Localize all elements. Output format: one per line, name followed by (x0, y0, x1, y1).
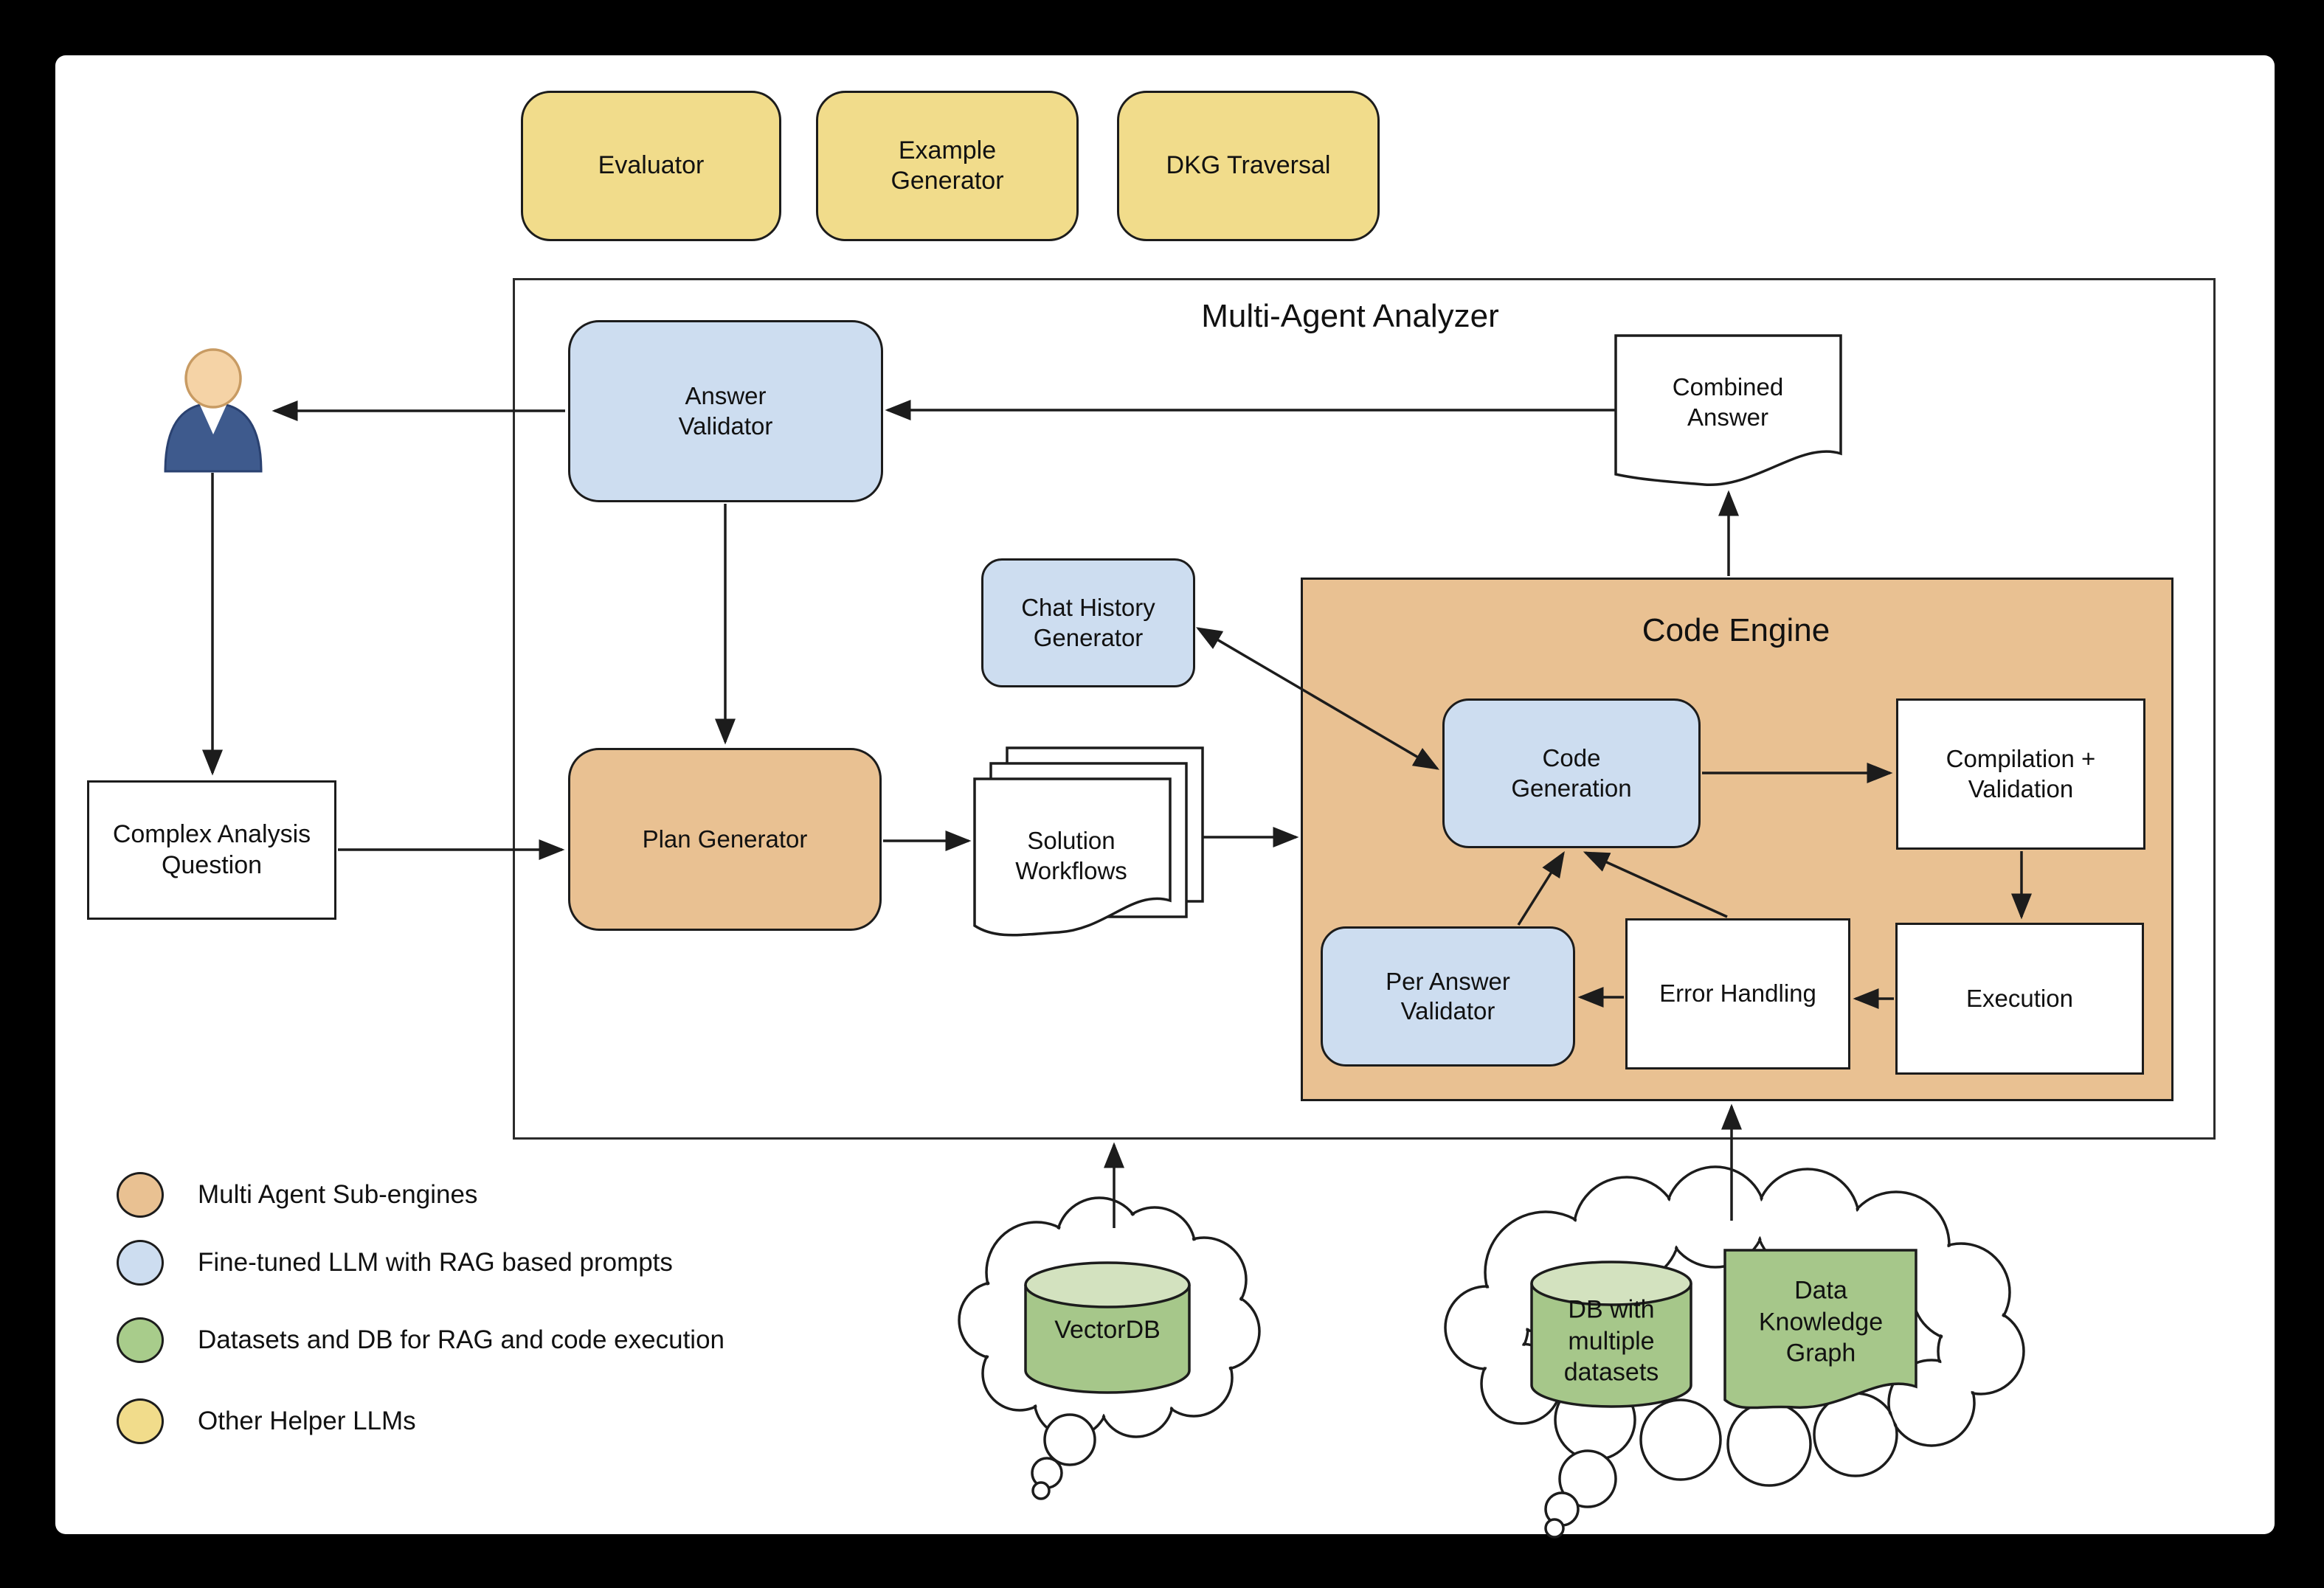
legend-label: Fine-tuned LLM with RAG based prompts (198, 1248, 673, 1277)
legend-item-fine-tuned-llm: Fine-tuned LLM with RAG based prompts (117, 1240, 736, 1286)
node-code-generation: Code Generation (1442, 698, 1701, 848)
node-combined-answer-label: Combined Answer (1672, 372, 1784, 431)
code-engine-title: Code Engine (1642, 612, 1830, 648)
legend-swatch-green (117, 1317, 164, 1363)
database-cylinder-icon-multi-datasets (1530, 1261, 1692, 1408)
node-label: Example Generator (890, 136, 1004, 195)
legend-item-datasets-db: Datasets and DB for RAG and code executi… (117, 1317, 736, 1363)
legend-item-sub-engines: Multi Agent Sub-engines (117, 1172, 736, 1218)
arrow-error-handling-to-code-generation (1583, 851, 1728, 918)
node-label: Chat History Generator (1021, 594, 1155, 651)
legend-swatch-blue (117, 1240, 164, 1286)
node-plan-generator: Plan Generator (568, 748, 882, 931)
node-complex-analysis-question: Complex Analysis Question (87, 780, 336, 920)
multi-agent-analyzer-container (513, 278, 2216, 1140)
legend-label: Multi Agent Sub-engines (198, 1180, 478, 1210)
connector-arrows (202, 400, 2032, 1228)
node-label: Error Handling (1659, 980, 1816, 1008)
node-label: Answer Validator (678, 382, 773, 440)
document-icon-combined-answer (1614, 334, 1842, 486)
thought-cloud-bubbles-icon (1544, 1449, 1617, 1539)
node-label: Evaluator (598, 151, 705, 180)
document-stack-icon-solution-workflows (973, 746, 1204, 937)
multi-agent-analyzer-title: Multi-Agent Analyzer (1201, 298, 1499, 334)
arrow-per-answer-validator-to-code-generation (1517, 851, 1565, 926)
node-label: Plan Generator (642, 825, 808, 853)
node-example-generator: Example Generator (816, 91, 1079, 241)
vectordb-label: VectorDB (1054, 1315, 1161, 1344)
node-label: Per Answer Validator (1386, 967, 1510, 1024)
person-icon (164, 348, 263, 473)
node-label: DKG Traversal (1166, 151, 1331, 180)
node-chat-history-generator: Chat History Generator (981, 558, 1195, 687)
data-knowledge-graph-label: Data Knowledge Graph (1758, 1276, 1884, 1367)
arrow-chat-history-code-generation-bidirectional (1195, 627, 1440, 770)
node-dkg-traversal: DKG Traversal (1117, 91, 1380, 241)
node-label: Execution (1966, 984, 2073, 1012)
node-label: Code Generation (1511, 744, 1632, 802)
node-answer-validator: Answer Validator (568, 320, 883, 502)
node-evaluator: Evaluator (521, 91, 781, 241)
thought-cloud-bubbles-icon (1031, 1413, 1096, 1500)
node-error-handling: Error Handling (1625, 918, 1850, 1069)
node-per-answer-validator: Per Answer Validator (1321, 926, 1575, 1067)
legend-item-other-helper-llms: Other Helper LLMs (117, 1398, 736, 1444)
node-label: Complex Analysis Question (112, 820, 311, 879)
node-compilation-validation: Compilation + Validation (1896, 698, 2145, 850)
node-execution: Execution (1895, 923, 2144, 1075)
node-label: Compilation + Validation (1946, 745, 2096, 802)
document-icon-data-knowledge-graph (1723, 1249, 1917, 1410)
legend-swatch-yellow (117, 1398, 164, 1444)
node-solution-workflows-label: Solution Workflows (1015, 826, 1127, 884)
legend-label: Other Helper LLMs (198, 1407, 416, 1436)
db-with-multiple-datasets-label: DB with multiple datasets (1563, 1295, 1659, 1387)
legend-swatch-orange (117, 1172, 164, 1218)
legend-label: Datasets and DB for RAG and code executi… (198, 1325, 725, 1355)
database-cylinder-icon-vectordb (1024, 1261, 1191, 1394)
